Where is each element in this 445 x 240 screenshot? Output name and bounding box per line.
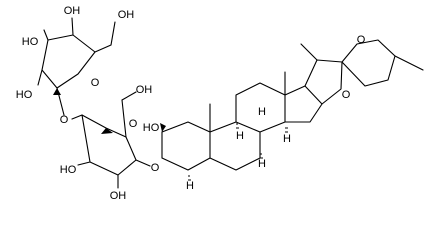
atom-label-o-glycosidic-1: O [60,114,69,126]
atom-label-oh-gal-c: OH [118,9,135,21]
atom-label-o-gal-ring: O [91,77,100,89]
atom-label-o-pyran: O [357,34,366,46]
atom-label-o-furan: O [342,89,351,101]
atom-label-h-5alpha: H [186,180,194,192]
atom-label-h-14: H [258,158,266,170]
sugar-ring-top [37,17,116,116]
spiroketal-rings [300,39,424,105]
atom-label-h-9: H [236,130,244,142]
atom-label-oh-glc-c: OH [110,190,127,202]
steroid-core [161,71,323,171]
atom-label-h-8: H [258,106,266,118]
atom-label-ho-steroid-c2: HO [143,122,160,134]
atom-label-oh-glc-a: OH [136,84,153,96]
chemical-structure-diagram: OH HO OH HO O O OH O O HO HO OH H H H H … [16,5,424,202]
atom-labels: OH HO OH HO O O OH O O HO HO OH H H H H … [16,5,366,202]
sugar-ring-bottom [71,91,151,189]
atom-label-ho-gal-d: HO [16,89,33,101]
stereo-bonds [53,88,288,181]
atom-label-h-17: H [283,133,291,145]
atom-label-oh-gal-a: OH [64,5,81,17]
atom-label-ho-glc-b: HO [60,164,77,176]
atom-label-ho-gal-b: HO [22,36,39,48]
atom-label-o-glc-ring: O [129,118,138,130]
atom-label-o-glycosidic-2: O [151,162,160,174]
